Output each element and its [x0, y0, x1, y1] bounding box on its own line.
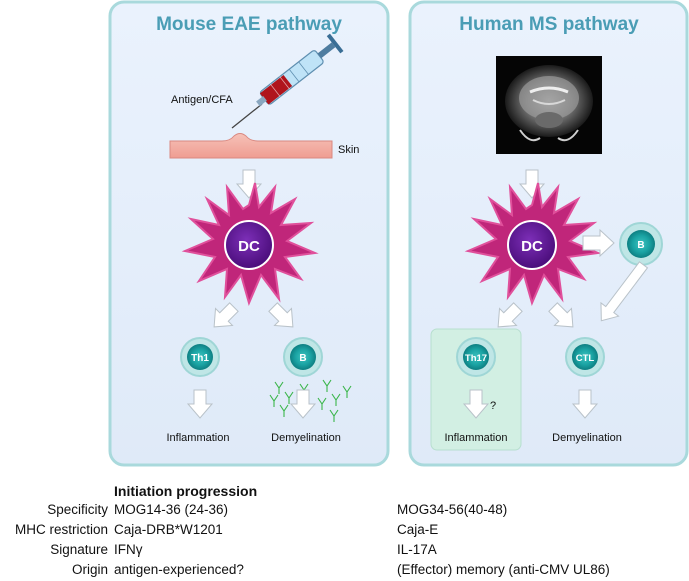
th1-cell-icon [180, 337, 220, 377]
human-dc-label: DC [521, 238, 543, 255]
mouse-mhc-value: Caja-DRB*W1201 [114, 522, 223, 537]
mouse-specificity-value: MOG14-36 (24-36) [114, 502, 229, 517]
b-cell-label: B [299, 353, 306, 364]
arrow-icon [497, 302, 523, 328]
mouse-inflammation-label: Inflammation [167, 432, 230, 444]
row-label-specificity: Specificity [47, 502, 108, 517]
arrow-icon [548, 302, 574, 328]
human-origin-value: (Effector) memory (anti-CMV UL86) [397, 562, 610, 577]
pathway-diagram: Mouse EAE pathway Antigen/CFA Skin DC [108, 0, 689, 467]
syringe-icon [231, 33, 344, 129]
arrow-icon [600, 261, 649, 322]
ctl-cell-icon [565, 337, 605, 377]
human-b-cell-icon [619, 222, 663, 266]
table-heading: Initiation progression [114, 483, 258, 499]
arrow-icon [186, 389, 214, 419]
human-mhc-value: Caja-E [397, 522, 439, 537]
human-b-cell-label: B [637, 240, 644, 251]
arrow-icon [582, 228, 615, 258]
human-signature-value: IL-17A [397, 542, 437, 557]
th17-label: Th17 [465, 353, 487, 364]
human-panel-title: Human MS pathway [459, 14, 639, 35]
dendritic-cell-icon [181, 182, 319, 306]
dendritic-cell-icon [464, 182, 602, 306]
th1-label: Th1 [191, 353, 209, 364]
mouse-origin-value: antigen-experienced? [114, 562, 244, 577]
arrow-icon [213, 302, 239, 328]
human-specificity-value: MOG34-56(40-48) [397, 502, 508, 517]
mouse-signature-value: IFNγ [114, 542, 143, 557]
question-mark: ? [490, 400, 496, 412]
antigen-label: Antigen/CFA [171, 94, 233, 106]
arrow-icon [268, 302, 294, 328]
row-label-origin: Origin [71, 562, 108, 577]
skin-layer [169, 133, 333, 159]
human-inflammation-label: Inflammation [445, 432, 508, 444]
arrow-icon [571, 389, 599, 419]
arrow-icon [462, 389, 490, 419]
th17-cell-icon [456, 337, 496, 377]
human-demyelination-label: Demyelination [552, 432, 622, 444]
mouse-panel-title: Mouse EAE pathway [156, 14, 342, 35]
dc-label: DC [238, 238, 260, 255]
row-label-signature: Signature [50, 542, 108, 557]
skin-label: Skin [338, 144, 359, 156]
mouse-demyelination-label: Demyelination [271, 432, 341, 444]
arrow-icon [289, 389, 317, 419]
brain-mri-image [496, 56, 602, 154]
ctl-label: CTL [576, 353, 595, 364]
row-label-mhc-restriction: MHC restriction [14, 522, 108, 537]
b-cell-icon [283, 337, 323, 377]
